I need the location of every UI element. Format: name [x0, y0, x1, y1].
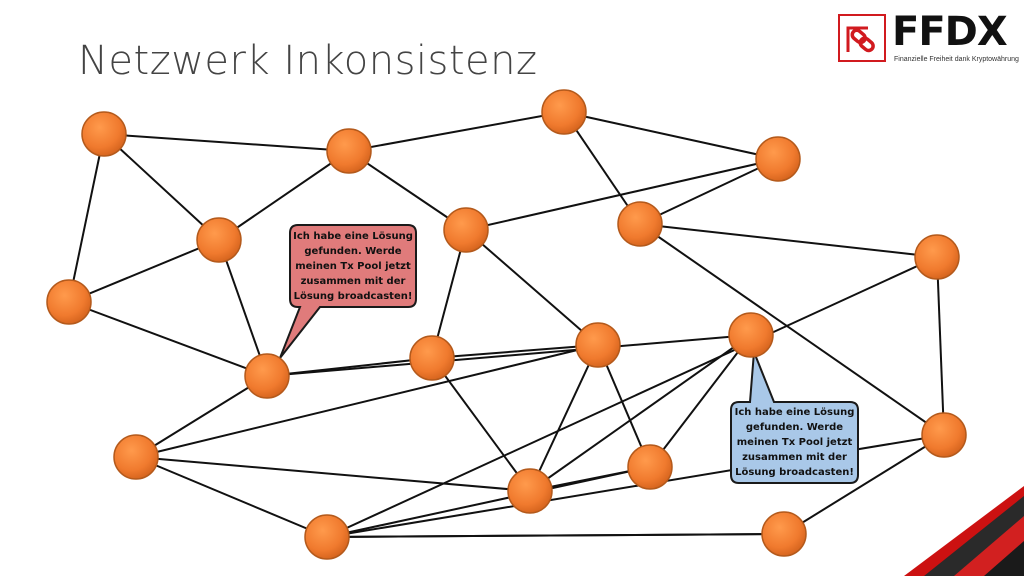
bubble-red-line-5: Lösung broadcasten! — [293, 291, 413, 302]
bubble-blue-line-1: Ich habe eine Lösung — [734, 407, 855, 418]
network-edge-24 — [529, 344, 599, 492]
network-edge-4 — [348, 111, 565, 152]
speech-bubble-blue-text: Ich habe eine Lösung gefunden. Werde mei… — [731, 405, 858, 480]
network-edge-38 — [649, 334, 752, 468]
network-edge-5 — [563, 111, 779, 160]
network-edge-34 — [326, 466, 651, 538]
speech-bubble-blue — [730, 351, 859, 484]
network-edge-37 — [326, 533, 785, 538]
edge-layer — [68, 111, 945, 538]
network-node-n13 — [728, 312, 774, 358]
bubble-red-line-4: zusammen mit der — [300, 276, 406, 287]
network-edge-29 — [936, 256, 945, 436]
network-node-n5 — [46, 279, 92, 325]
network-node-n18 — [304, 514, 350, 560]
slide-title: Netzwerk Inkonsistenz — [78, 38, 538, 84]
logo-wordmark: FFDX — [892, 9, 1008, 55]
network-edge-2 — [103, 133, 220, 241]
bubble-red-line-1: Ich habe eine Lösung — [293, 231, 413, 242]
speech-bubble-layer — [279, 224, 859, 484]
speech-bubble-red — [279, 224, 417, 359]
bubble-blue-line-3: meinen Tx Pool jetzt — [736, 437, 853, 448]
network-edge-9 — [68, 239, 220, 303]
network-edge-12 — [465, 158, 779, 231]
network-node-n9 — [617, 201, 663, 247]
network-node-n7 — [443, 207, 489, 253]
ffdx-logo: FFDX Finanzielle Freiheit dank Kryptowäh… — [838, 9, 1019, 70]
network-edge-21 — [431, 344, 599, 359]
bubble-blue-line-5: Lösung broadcasten! — [735, 467, 854, 478]
network-edge-15 — [465, 229, 599, 346]
network-node-n1 — [81, 111, 127, 157]
network-edge-13 — [639, 158, 779, 225]
network-edge-1 — [103, 133, 350, 152]
network-edge-26 — [135, 456, 531, 492]
network-edge-20 — [639, 223, 945, 436]
network-node-n10 — [409, 335, 455, 381]
network-node-n6 — [755, 136, 801, 182]
network-node-n17 — [627, 444, 673, 490]
network-edge-19 — [639, 223, 938, 258]
corner-decoration — [904, 486, 1024, 576]
speech-bubble-red-text: Ich habe eine Lösung gefunden. Werde mei… — [290, 229, 416, 304]
network-node-n8 — [244, 353, 290, 399]
network-node-n11 — [575, 322, 621, 368]
network-node-n4 — [196, 217, 242, 263]
network-node-n14 — [914, 234, 960, 280]
node-layer — [46, 89, 967, 560]
network-edge-18 — [266, 334, 752, 377]
network-node-n12 — [113, 434, 159, 480]
network-edge-30 — [326, 256, 938, 538]
network-node-n3 — [326, 128, 372, 174]
network-edge-23 — [135, 344, 599, 458]
network-edge-27 — [135, 456, 328, 538]
bubble-blue-line-4: zusammen mit der — [742, 452, 847, 463]
network-edge-10 — [218, 239, 268, 377]
network-node-n2 — [541, 89, 587, 135]
network-node-n15 — [921, 412, 967, 458]
network-edge-11 — [68, 301, 268, 377]
chain-link-logo-icon — [838, 14, 886, 62]
network-node-n19 — [761, 511, 807, 557]
network-edge-31 — [783, 434, 945, 535]
network-edge-17 — [135, 375, 268, 458]
bubble-blue-line-2: gefunden. Werde — [745, 422, 844, 433]
network-edge-7 — [218, 150, 350, 241]
network-edge-22 — [431, 357, 531, 492]
logo-tagline: Finanzielle Freiheit dank Kryptowährung — [894, 56, 1019, 63]
bubble-red-line-3: meinen Tx Pool jetzt — [295, 261, 411, 272]
network-edge-28 — [529, 334, 752, 492]
bubble-red-line-2: gefunden. Werde — [304, 246, 402, 257]
network-node-n16 — [507, 468, 553, 514]
network-edge-8 — [348, 150, 467, 231]
network-edge-3 — [68, 133, 105, 303]
